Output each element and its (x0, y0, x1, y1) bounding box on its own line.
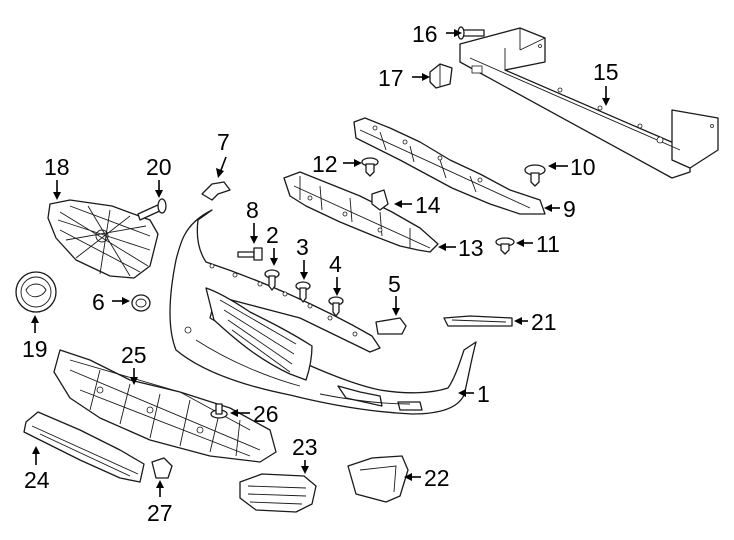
callout-7: 7 (217, 129, 230, 155)
fog-lamp-grille-part (239, 473, 317, 513)
callout-8: 8 (246, 197, 259, 223)
callout-3: 3 (296, 234, 309, 260)
callout-2: 2 (266, 222, 279, 248)
callout-16: 16 (412, 21, 438, 47)
reinforcement-strip-part (443, 315, 513, 327)
callout-22: 22 (424, 465, 450, 491)
push-pin-12-part (361, 157, 379, 177)
push-pin-11-part (495, 237, 515, 255)
callout-5: 5 (388, 271, 401, 297)
callout-4: 4 (329, 251, 342, 277)
callout-13: 13 (458, 235, 484, 261)
callout-15: 15 (593, 59, 619, 85)
plug-part (131, 294, 151, 312)
callout-19: 19 (22, 336, 48, 362)
fastener-4-part (328, 296, 344, 317)
callout-labels: 16 17 15 10 9 11 13 14 12 7 8 2 3 4 5 21… (22, 21, 619, 526)
fastener-2-part (264, 269, 280, 291)
callout-6: 6 (92, 289, 105, 315)
grille-part (47, 199, 159, 279)
clip-part (371, 189, 389, 211)
cap-part (429, 63, 453, 89)
tow-hook-cover-part (375, 317, 407, 335)
bumper-cover-part (169, 209, 477, 415)
callout-11: 11 (536, 231, 560, 257)
push-pin-10-part (524, 164, 546, 187)
side-bracket-part (201, 181, 231, 201)
leader-lines (31, 29, 610, 497)
callout-20: 20 (146, 154, 172, 180)
lower-deflector-part (23, 411, 145, 483)
callout-18: 18 (44, 154, 70, 180)
upper-bracket-part (353, 117, 546, 215)
callout-10: 10 (570, 154, 596, 180)
callout-17: 17 (378, 65, 404, 91)
callout-14: 14 (415, 192, 441, 218)
callout-23: 23 (292, 434, 318, 460)
emblem-part (15, 271, 57, 313)
callout-26: 26 (253, 401, 279, 427)
callout-21: 21 (531, 309, 557, 335)
callout-27: 27 (147, 500, 173, 526)
fastener-26-part (210, 403, 228, 419)
fastener-3-part (295, 281, 311, 303)
clip-27-part (151, 457, 173, 479)
undertray-part (53, 349, 277, 463)
callout-1: 1 (477, 381, 490, 407)
impact-bar-part (459, 27, 719, 179)
absorber-part (283, 171, 439, 253)
callout-25: 25 (121, 342, 147, 368)
bolt-20-part (137, 198, 167, 221)
bumper-side-bracket-part (347, 455, 409, 503)
callout-24: 24 (24, 467, 50, 493)
screw-8-part (237, 247, 263, 261)
callout-9: 9 (563, 196, 576, 222)
callout-12: 12 (312, 151, 338, 177)
